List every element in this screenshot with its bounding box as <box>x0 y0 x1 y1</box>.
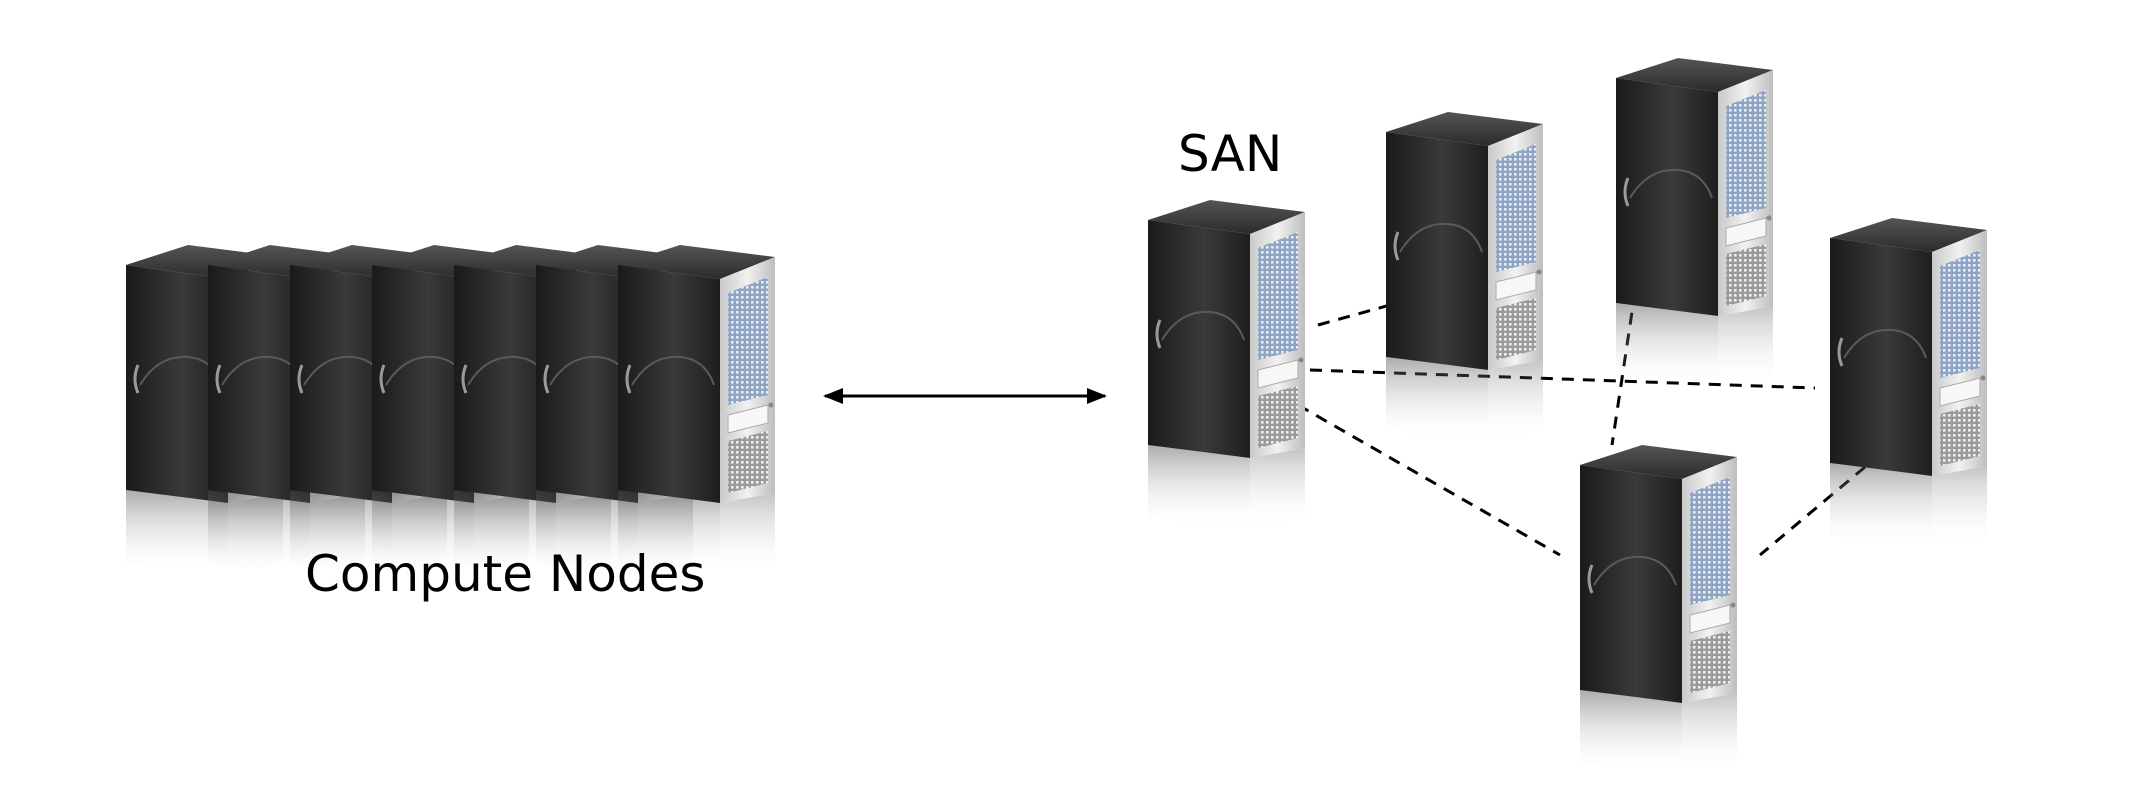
dashed-link-line <box>1317 303 1391 327</box>
server-tower-icon <box>1578 443 1739 777</box>
dashed-link-line <box>1297 403 1561 557</box>
server-tower-icon <box>1828 216 1989 550</box>
san-label: SAN <box>1178 125 1283 183</box>
server-tower-icon <box>616 243 777 577</box>
compute-nodes-label: Compute Nodes <box>305 545 706 603</box>
server-tower-icon <box>1614 56 1775 390</box>
san-server-icon <box>1146 198 1307 532</box>
server-tower-icon <box>1384 110 1545 444</box>
compute-nodes-group <box>124 243 777 577</box>
